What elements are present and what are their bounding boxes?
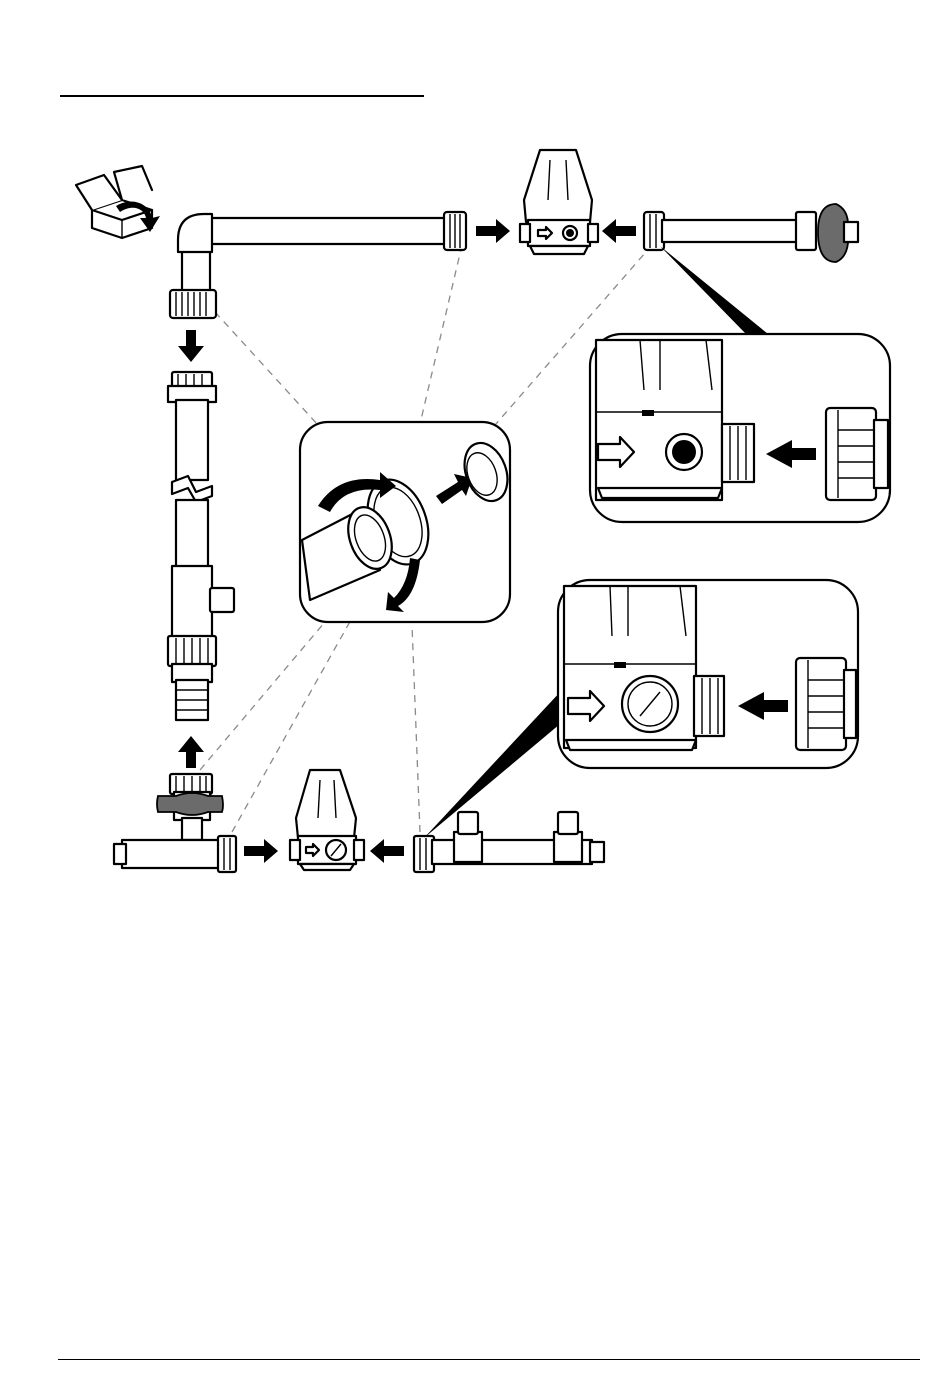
box-icon (76, 166, 152, 238)
pressure-regulator (520, 150, 598, 254)
pressure-regulator-with-gauge (290, 770, 364, 870)
vertical-pipe (168, 372, 234, 720)
elbow-pipe (178, 212, 466, 292)
callout-pointer-top (660, 246, 768, 334)
union-tighten-detail (300, 422, 515, 622)
ball-valve-handle (157, 793, 223, 815)
gauge-regulator-inlet-detail (558, 580, 858, 768)
union-nut (170, 290, 216, 318)
valve-pipe (644, 204, 858, 262)
callout-pointer-bottom (424, 690, 562, 838)
regulator-inlet-detail (590, 334, 890, 522)
tee-fitting (114, 774, 236, 872)
